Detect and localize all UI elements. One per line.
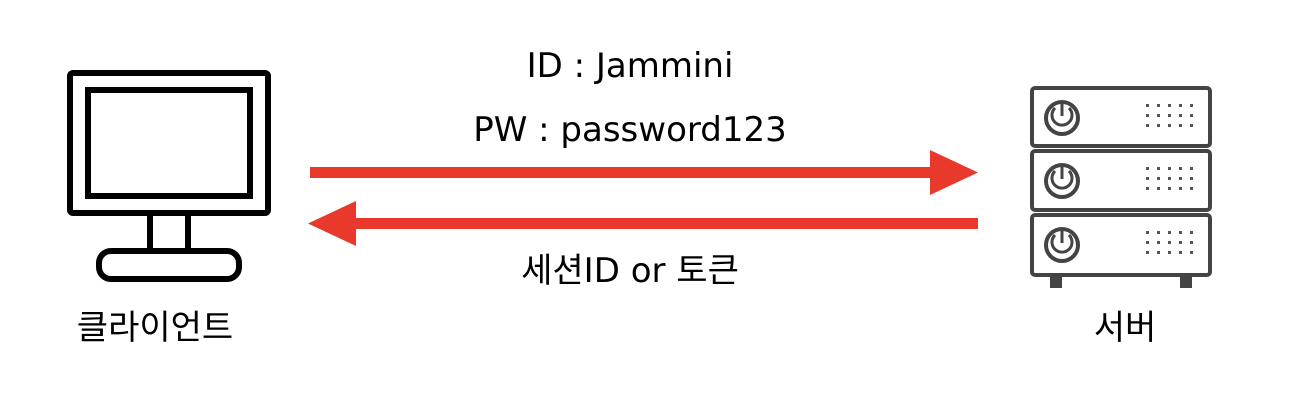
request-id-text: ID : Jammini	[526, 46, 734, 86]
server-indicator-dot	[1168, 187, 1171, 190]
server-indicator-dot	[1190, 114, 1193, 117]
server-indicator-dot	[1179, 251, 1182, 254]
server-indicator-dot	[1168, 167, 1171, 170]
request-password-text: PW : password123	[473, 110, 787, 150]
server-indicator-dot	[1190, 177, 1193, 180]
server-indicator-dot	[1179, 167, 1182, 170]
server-indicator-dot	[1179, 104, 1182, 107]
server-indicator-dot	[1179, 124, 1182, 127]
monitor-icon	[67, 70, 271, 282]
server-indicator-dot	[1190, 251, 1193, 254]
server-indicator-dot	[1190, 187, 1193, 190]
server-indicator-dot	[1190, 241, 1193, 244]
server-indicator-dot	[1168, 104, 1171, 107]
server-indicator-dot	[1168, 251, 1171, 254]
server-rack-icon	[1030, 86, 1212, 288]
server-indicator-dot	[1157, 241, 1160, 244]
server-indicator-dot	[1146, 241, 1149, 244]
server-indicator-dot	[1146, 114, 1149, 117]
server-indicator-dot	[1190, 124, 1193, 127]
server-indicator-dot	[1157, 124, 1160, 127]
server-indicator-dot	[1157, 231, 1160, 234]
client-label: 클라이언트	[76, 308, 234, 348]
server-indicator-dot	[1179, 231, 1182, 234]
server-indicator-dot	[1146, 167, 1149, 170]
request-arrow	[310, 150, 978, 195]
server-indicator-dot	[1168, 231, 1171, 234]
server-indicator-dot	[1157, 251, 1160, 254]
server-indicator-dot	[1146, 104, 1149, 107]
server-indicator-dot	[1179, 114, 1182, 117]
server-label: 서버	[1093, 308, 1157, 348]
response-arrow	[308, 201, 978, 246]
server-indicator-dot	[1146, 124, 1149, 127]
response-token-text: 세션ID or 토큰	[521, 251, 739, 291]
server-indicator-dot	[1179, 187, 1182, 190]
server-indicator-dot	[1168, 114, 1171, 117]
server-indicator-dot	[1168, 124, 1171, 127]
server-indicator-dot	[1157, 167, 1160, 170]
server-indicator-dot	[1179, 177, 1182, 180]
server-indicator-dot	[1157, 114, 1160, 117]
server-indicator-dot	[1146, 187, 1149, 190]
server-indicator-dot	[1146, 177, 1149, 180]
server-indicator-dot	[1157, 177, 1160, 180]
server-indicator-dot	[1157, 187, 1160, 190]
server-indicator-dot	[1179, 241, 1182, 244]
server-indicator-dot	[1146, 251, 1149, 254]
server-indicator-dot	[1190, 167, 1193, 170]
server-indicator-dot	[1168, 241, 1171, 244]
server-indicator-dot	[1168, 177, 1171, 180]
server-indicator-dot	[1190, 231, 1193, 234]
server-indicator-dot	[1157, 104, 1160, 107]
server-indicator-dot	[1146, 231, 1149, 234]
server-indicator-dot	[1190, 104, 1193, 107]
